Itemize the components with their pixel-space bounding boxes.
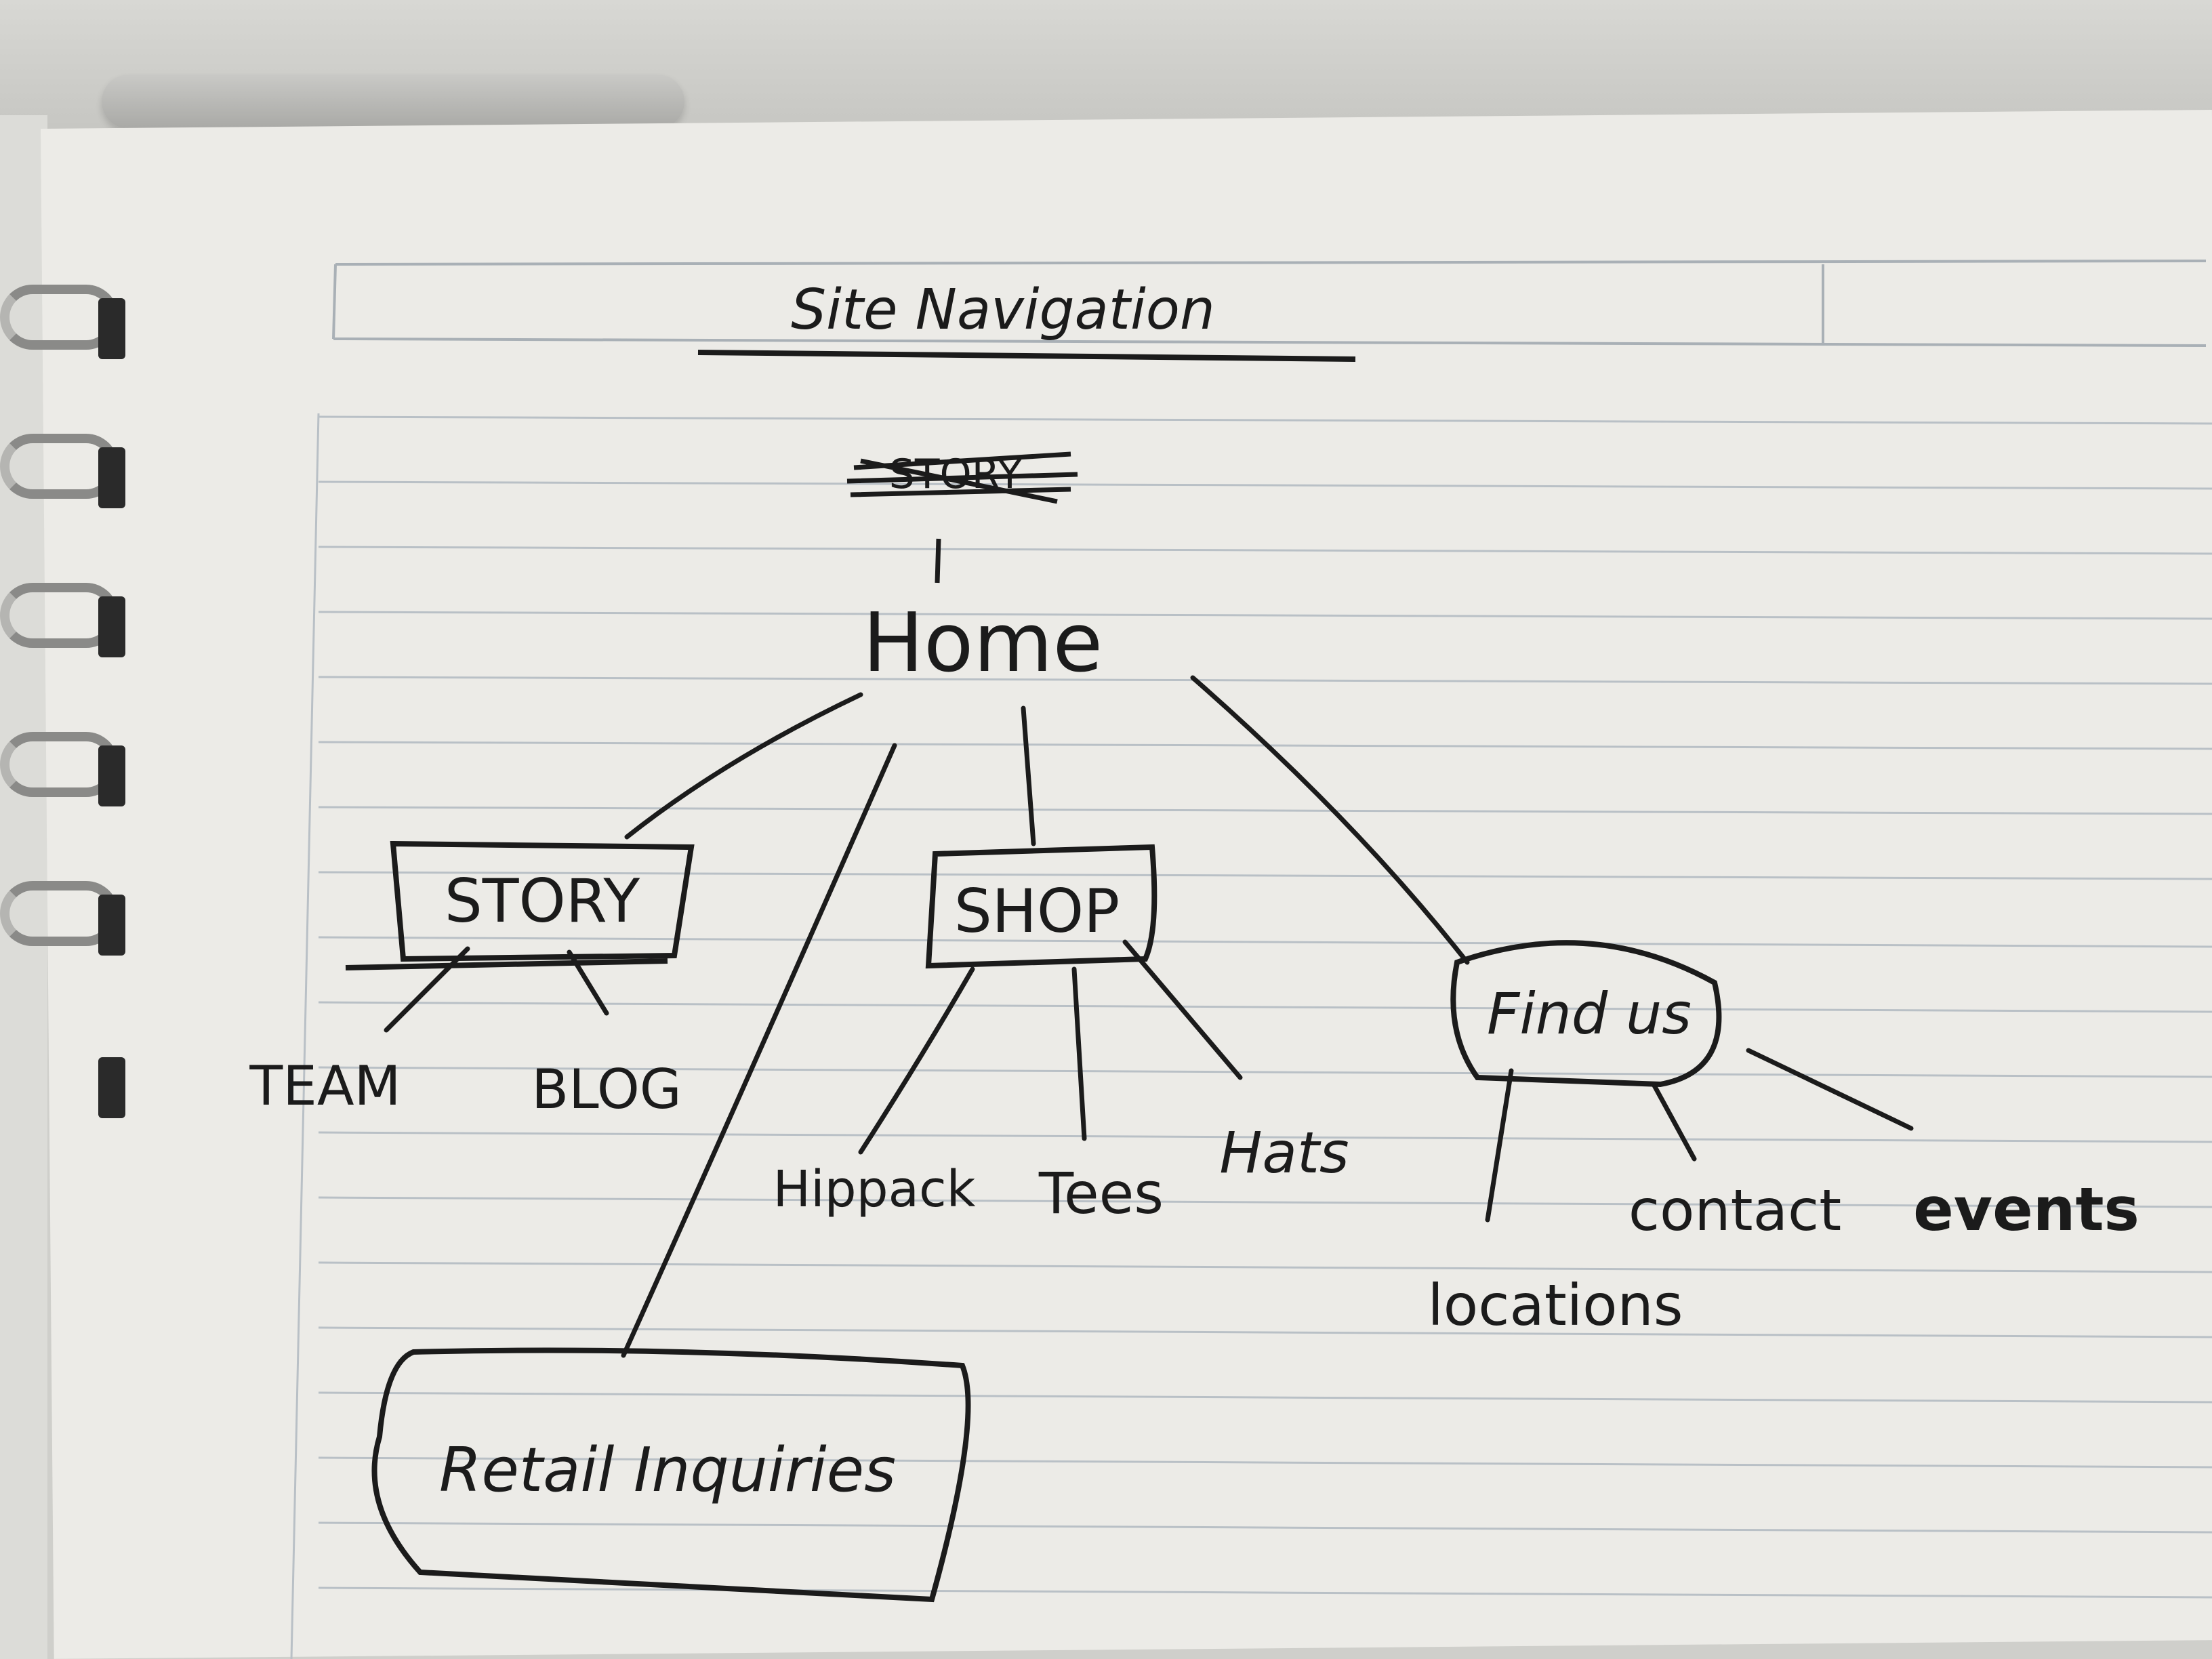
ruled-line bbox=[318, 415, 2212, 425]
ruled-line bbox=[318, 1521, 2212, 1534]
hippack-leaf: Hippack bbox=[773, 1160, 975, 1218]
ruled-line bbox=[318, 806, 2212, 815]
ruled-line bbox=[318, 546, 2212, 555]
margin-line bbox=[290, 413, 320, 1659]
find-us-box bbox=[1450, 940, 1722, 1088]
ruled-line bbox=[318, 611, 2212, 620]
retail-inquiries-node: Retail Inquiries bbox=[439, 1435, 896, 1506]
blog-leaf: BLOG bbox=[531, 1058, 682, 1121]
ruled-line bbox=[318, 1066, 2212, 1078]
ruled-line bbox=[318, 1196, 2212, 1208]
shop-box bbox=[925, 844, 1158, 969]
stub-line bbox=[935, 538, 941, 583]
tees-leaf: Tees bbox=[1038, 1160, 1164, 1227]
shop-node: SHOP bbox=[954, 876, 1120, 946]
binder-hole bbox=[98, 447, 125, 508]
binder-hole bbox=[98, 298, 125, 359]
ruled-line bbox=[318, 936, 2212, 948]
ruled-line bbox=[318, 1001, 2212, 1013]
title-underline bbox=[697, 350, 1356, 362]
ruled-line bbox=[318, 871, 2212, 880]
ruled-line bbox=[318, 1326, 2212, 1338]
team-leaf: TEAM bbox=[249, 1054, 401, 1118]
diagram-title: Site Navigation bbox=[791, 278, 1215, 342]
connectors bbox=[384, 675, 1914, 1358]
ruled-line bbox=[318, 1391, 2212, 1404]
locations-leaf: locations bbox=[1427, 1272, 1683, 1338]
story-node: STORY bbox=[445, 866, 640, 936]
binder-hole bbox=[98, 895, 125, 956]
contact-leaf: contact bbox=[1629, 1177, 1841, 1244]
ruled-line bbox=[318, 480, 2212, 490]
find-us-node: Find us bbox=[1487, 981, 1692, 1047]
scratch-marks bbox=[846, 451, 1078, 504]
ruled-line bbox=[318, 1131, 2212, 1143]
ruled-line bbox=[318, 676, 2212, 685]
events-leaf: events bbox=[1913, 1174, 2139, 1244]
ruled-line bbox=[318, 1456, 2212, 1469]
story-box bbox=[345, 840, 695, 970]
retail-inquiries-box bbox=[371, 1347, 971, 1603]
hats-leaf: Hats bbox=[1219, 1120, 1349, 1186]
binder-hole bbox=[98, 745, 125, 806]
ruled-line bbox=[318, 1586, 2212, 1599]
home-node: Home bbox=[863, 596, 1103, 691]
title-box bbox=[332, 260, 2207, 347]
binder-hole bbox=[98, 596, 125, 657]
ruled-line bbox=[318, 1261, 2212, 1273]
binder-hole bbox=[98, 1057, 125, 1118]
pen bbox=[102, 75, 684, 129]
